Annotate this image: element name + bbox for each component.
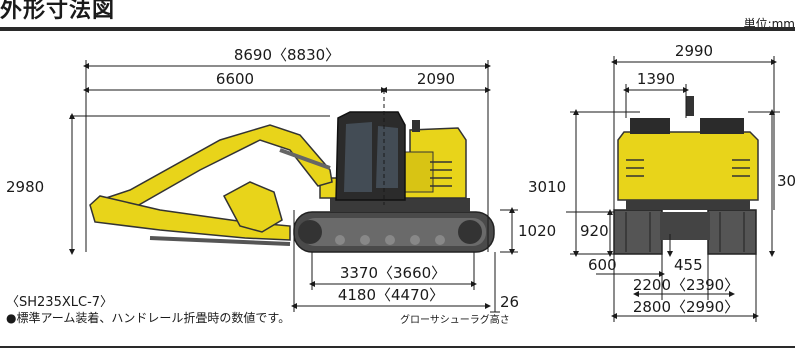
side-bucket	[222, 181, 283, 233]
page-title: 外形寸法図	[0, 0, 116, 23]
title-rule	[0, 27, 795, 31]
label-min-clearance: 455	[674, 256, 703, 274]
front-body	[617, 131, 759, 201]
front-left-track	[613, 209, 663, 255]
excavator-front-view	[613, 96, 759, 255]
label-track-gauge: 2200〈2390〉	[633, 276, 739, 294]
label-height: 2980	[6, 178, 44, 196]
label-front-height: 3010	[528, 178, 566, 196]
label-grouser-caption: グローサシューラグ高さ	[400, 313, 510, 326]
label-crawler-length: 4180〈4470〉	[338, 286, 444, 304]
label-shoe-width: 600	[588, 256, 617, 274]
front-dimensions	[566, 56, 780, 322]
label-crawler-width: 2800〈2990〉	[633, 298, 739, 316]
model-name: 〈SH235XLC-7〉	[6, 295, 114, 310]
label-overall-length: 8690〈8830〉	[234, 46, 340, 64]
side-dimensions	[69, 60, 518, 313]
bottom-rule	[0, 346, 795, 348]
label-ground-clearance: 920	[580, 222, 609, 240]
footnote: ●標準アーム装着、ハンドレール折畳時の数値です。	[6, 311, 291, 325]
front-right-track	[707, 209, 757, 255]
label-grouser-height: 26	[500, 293, 519, 311]
label-cab-width: 1390	[637, 70, 675, 88]
label-rear-length: 2090	[417, 70, 455, 88]
side-boom	[97, 124, 333, 211]
label-front-height-right: 30	[777, 172, 795, 190]
side-arm	[89, 195, 291, 241]
label-front-length: 6600	[216, 70, 254, 88]
label-front-width: 2990	[675, 42, 713, 60]
label-cw-clearance: 1020	[518, 222, 556, 240]
excavator-side-view	[89, 111, 495, 253]
label-track-length: 3370〈3660〉	[340, 264, 446, 282]
